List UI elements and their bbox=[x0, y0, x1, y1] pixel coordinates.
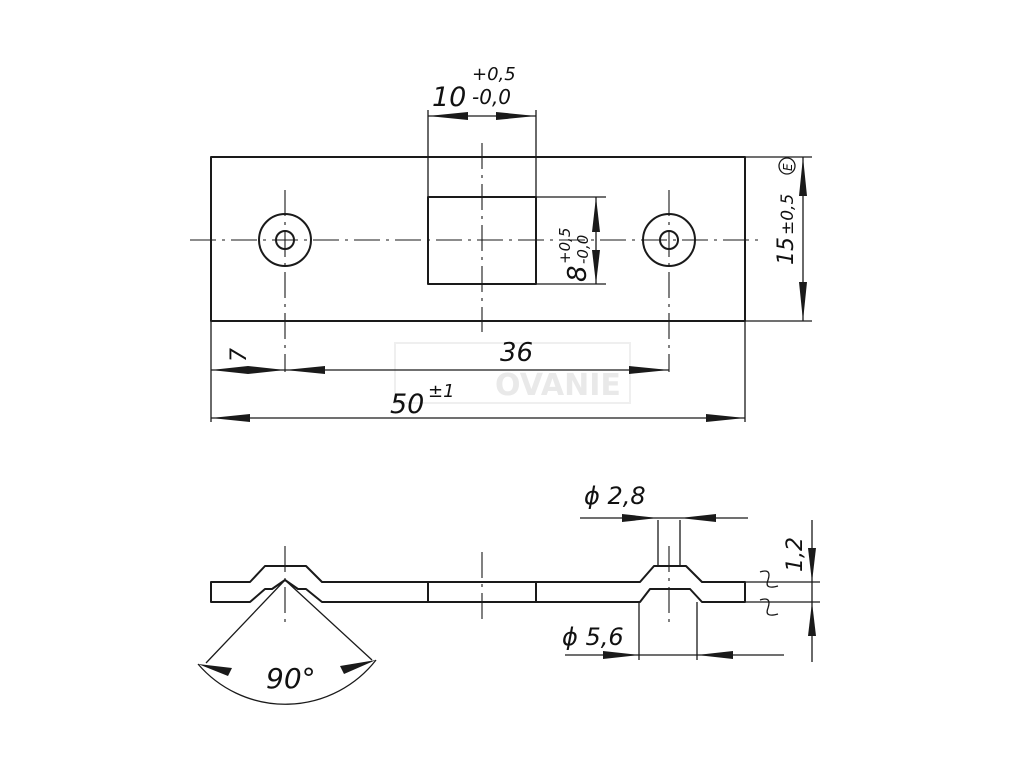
dim-slot-width: 10 +0,5 -0,0 bbox=[427, 64, 537, 197]
dim-thickness: 1,2 bbox=[745, 520, 820, 662]
total-width-nominal: 15 bbox=[774, 237, 799, 265]
side-profile bbox=[210, 565, 429, 603]
plate-outline bbox=[210, 156, 746, 322]
total-length-tolerance: ±1 bbox=[428, 381, 455, 402]
slot-width-upper: +0,5 bbox=[472, 64, 516, 85]
hole-diameter-text: ϕ 2,8 bbox=[584, 482, 646, 510]
dim-hole-diameter: ϕ 2,8 bbox=[580, 482, 748, 522]
side-view bbox=[210, 520, 746, 660]
slot-height-nominal: 8 bbox=[563, 265, 593, 282]
slot-height-upper: +0,5 bbox=[556, 228, 574, 264]
dim-total-width: 15 ±0,5 E bbox=[745, 156, 812, 322]
dim-hole-positions: 7 36 bbox=[210, 321, 746, 422]
dim-countersink-diameter: ϕ 5,6 bbox=[562, 623, 784, 659]
hole-spacing-text: 36 bbox=[500, 338, 533, 368]
slot-width-nominal: 10 bbox=[432, 82, 466, 113]
thickness-text: 1,2 bbox=[783, 537, 808, 572]
edge-offset-text: 7 bbox=[227, 348, 252, 362]
top-view bbox=[190, 143, 762, 372]
thickness-note-mark bbox=[759, 570, 779, 616]
countersink-diameter-text: ϕ 5,6 bbox=[562, 623, 624, 651]
countersink-angle-text: 90° bbox=[266, 662, 316, 695]
slot-height-lower: -0,0 bbox=[574, 235, 592, 264]
dim-total-length: 50 ±1 bbox=[211, 381, 745, 422]
dim-countersink-angle: 90° bbox=[197, 579, 377, 705]
dim-slot-height: 8 +0,5 -0,0 bbox=[536, 196, 606, 285]
total-width-marker: E bbox=[781, 163, 795, 171]
slot-width-lower: -0,0 bbox=[472, 85, 511, 109]
watermark-text: OVANIE bbox=[495, 368, 621, 403]
total-length-nominal: 50 bbox=[390, 389, 424, 420]
total-width-marker-circle bbox=[778, 157, 796, 175]
side-profile-right bbox=[535, 565, 746, 603]
total-width-tolerance: ±0,5 bbox=[778, 194, 798, 235]
